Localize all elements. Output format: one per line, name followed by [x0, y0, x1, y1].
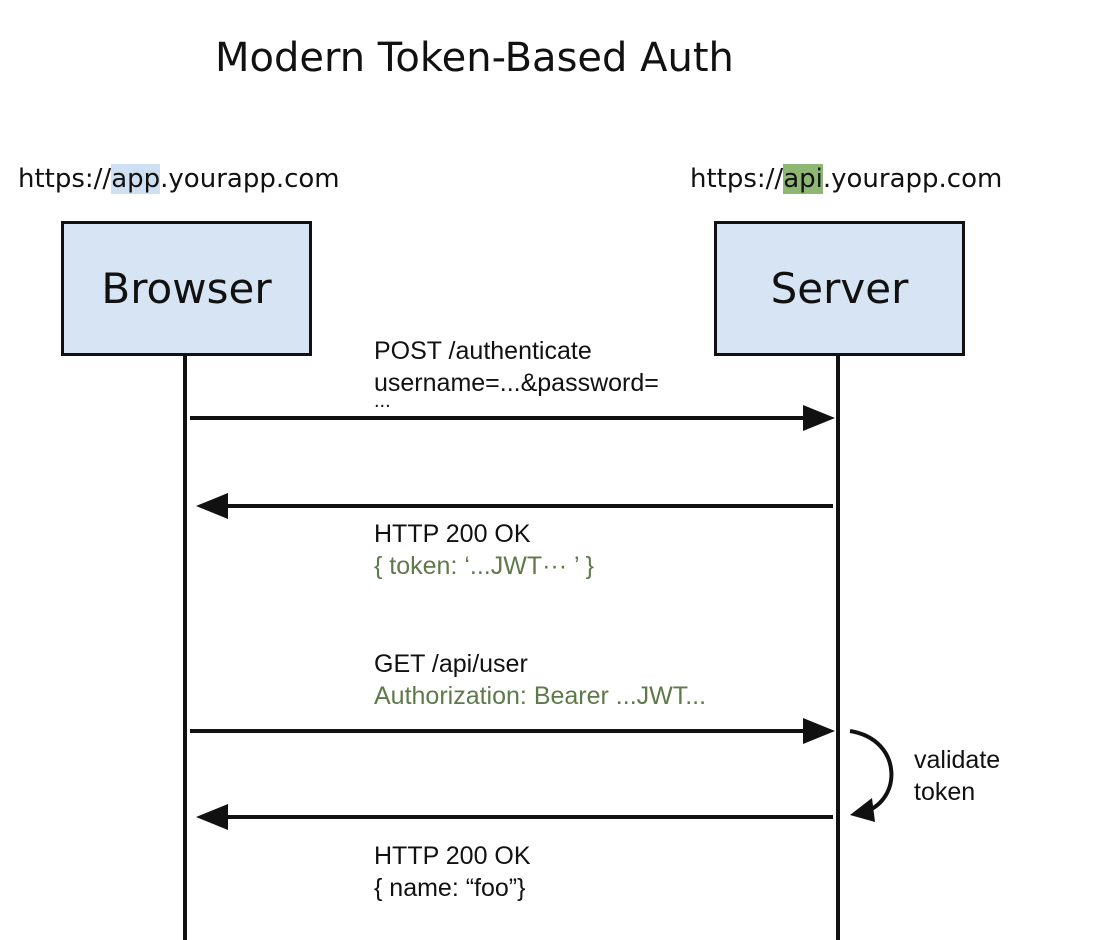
message-line: HTTP 200 OK: [374, 842, 531, 870]
diagram-title: Modern Token-Based Auth: [215, 35, 734, 81]
server-url-suffix: .yourapp.com: [822, 164, 1003, 194]
message-user-request: GET /api/user Authorization: Bearer ...J…: [374, 648, 706, 712]
server-participant: Server: [714, 221, 965, 356]
arrowhead-token-response: [196, 493, 228, 519]
arrowhead-user-request: [803, 718, 835, 744]
validate-line: token: [914, 778, 976, 806]
message-line: ...: [374, 390, 391, 412]
browser-url: https://app.yourapp.com: [18, 162, 340, 196]
validate-line: validate: [914, 746, 1001, 774]
validate-token-label: validate token: [914, 744, 1000, 808]
message-line: HTTP 200 OK: [374, 520, 531, 548]
arrowhead-authenticate-request: [803, 405, 835, 431]
browser-label: Browser: [101, 264, 272, 313]
browser-url-suffix: .yourapp.com: [160, 164, 340, 194]
message-line: POST /authenticate: [374, 337, 592, 365]
message-line: { token: ‘...JWT··· ’ }: [374, 552, 594, 580]
server-label: Server: [770, 264, 909, 313]
browser-url-prefix: https://: [18, 164, 112, 194]
validate-arc-arrowhead: [850, 798, 875, 822]
message-line: Authorization: Bearer ...JWT...: [374, 682, 707, 710]
browser-participant: Browser: [61, 221, 312, 356]
server-url-prefix: https://: [690, 164, 784, 194]
arrowhead-user-response: [196, 804, 228, 830]
message-token-response: HTTP 200 OK { token: ‘...JWT··· ’ }: [374, 518, 594, 582]
message-line: username=...&password=: [374, 369, 659, 397]
message-line: { name: “foo”}: [374, 874, 526, 902]
message-user-response: HTTP 200 OK { name: “foo”}: [374, 840, 531, 904]
server-url-highlight: api: [783, 164, 823, 194]
browser-url-highlight: app: [111, 164, 161, 194]
server-url: https://api.yourapp.com: [690, 162, 1002, 196]
message-authenticate-request: POST /authenticate username=...&password…: [374, 335, 659, 417]
message-line: GET /api/user: [374, 650, 528, 678]
